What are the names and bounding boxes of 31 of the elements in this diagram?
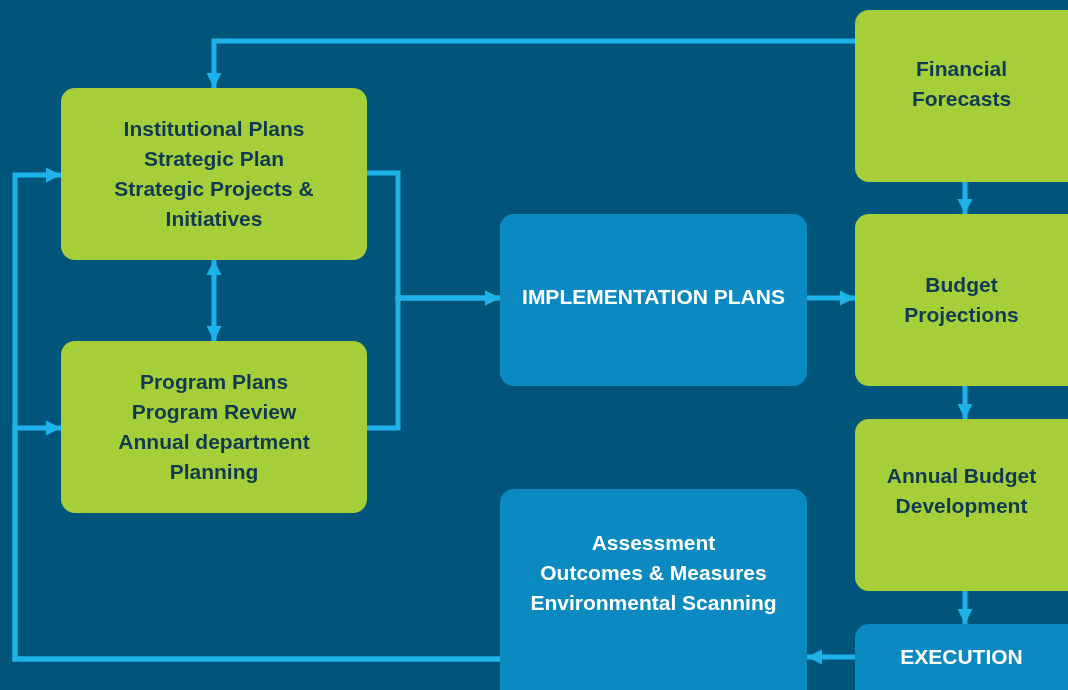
connector-arrow (206, 260, 222, 341)
connector-arrow (807, 290, 855, 306)
box-text: Annual Budget Development (885, 463, 1038, 519)
connector-arrow (957, 386, 973, 419)
box-text: Strategic Projects & Initiatives (113, 176, 315, 232)
process-box (61, 341, 367, 513)
box-text: Financial Forecasts (910, 56, 1013, 112)
box-text: Institutional Plans (123, 116, 305, 142)
connector-arrow (807, 649, 855, 665)
connector-arrow (367, 290, 500, 431)
process-box (855, 419, 1068, 591)
process-box (855, 624, 1068, 690)
box-text: Assessment (591, 529, 716, 556)
process-box (855, 10, 1068, 182)
process-box (500, 214, 807, 386)
box-text: Strategic Plan (143, 146, 285, 172)
process-box (855, 214, 1068, 386)
process-box (61, 88, 367, 260)
connector-arrow (957, 591, 973, 624)
connector-arrow (12, 420, 500, 662)
box-text: IMPLEMENTATION PLANS (522, 284, 785, 310)
box-text: Outcomes & Measures (540, 559, 767, 586)
box-text: Environmental Scanning (530, 589, 777, 616)
box-text: EXECUTION (900, 644, 1023, 670)
process-box (500, 489, 807, 690)
box-text: Budget Projections (903, 272, 1020, 328)
box-text: Annual department Planning (117, 429, 311, 485)
box-text: Program Plans (139, 369, 289, 395)
connector-arrow (957, 182, 973, 214)
box-text: Program Review (131, 399, 297, 425)
connector-arrow (206, 38, 855, 88)
